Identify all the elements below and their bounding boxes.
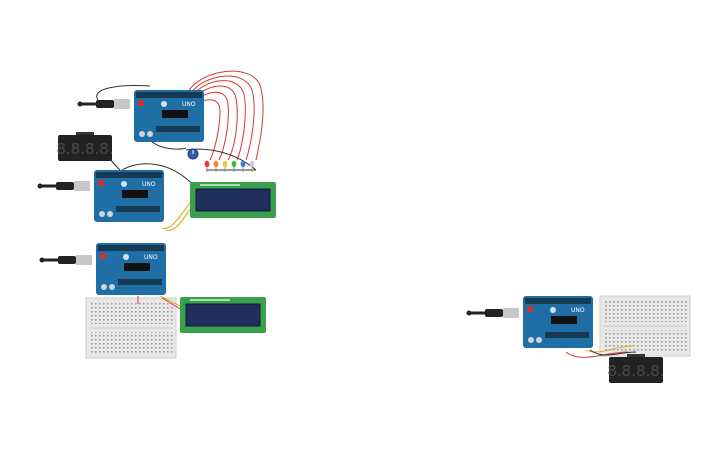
- arduino-board-4[interactable]: [523, 296, 593, 348]
- red-wire-bundle[interactable]: [187, 70, 264, 161]
- breadboard-2[interactable]: [599, 295, 691, 357]
- arduino-board-3[interactable]: [96, 243, 166, 295]
- usb-cable-3[interactable]: [38, 253, 94, 267]
- seven-segment-display-1[interactable]: [56, 132, 114, 161]
- led-6[interactable]: [249, 160, 255, 172]
- potentiometer[interactable]: [187, 148, 199, 160]
- led-2[interactable]: [213, 160, 219, 172]
- seven-segment-display-2[interactable]: [607, 354, 665, 383]
- wires-right[interactable]: [565, 345, 637, 358]
- lcd-display-1[interactable]: [189, 181, 277, 219]
- usb-cable-1[interactable]: [76, 97, 132, 111]
- yellow-wires-middle[interactable]: [161, 197, 195, 232]
- wires-lower-left[interactable]: [137, 295, 183, 311]
- arduino-board-2[interactable]: [94, 170, 164, 222]
- lcd-display-2[interactable]: [179, 296, 267, 334]
- led-4[interactable]: [231, 160, 237, 172]
- usb-cable-2[interactable]: [36, 179, 92, 193]
- led-3[interactable]: [222, 160, 228, 172]
- arduino-board-1[interactable]: [134, 90, 204, 142]
- breadboard-1[interactable]: [85, 297, 177, 359]
- led-row[interactable]: [204, 160, 255, 172]
- led-1[interactable]: [204, 160, 210, 172]
- black-wire-middle[interactable]: [121, 163, 195, 187]
- usb-cable-4[interactable]: [465, 306, 521, 320]
- led-5[interactable]: [240, 160, 246, 172]
